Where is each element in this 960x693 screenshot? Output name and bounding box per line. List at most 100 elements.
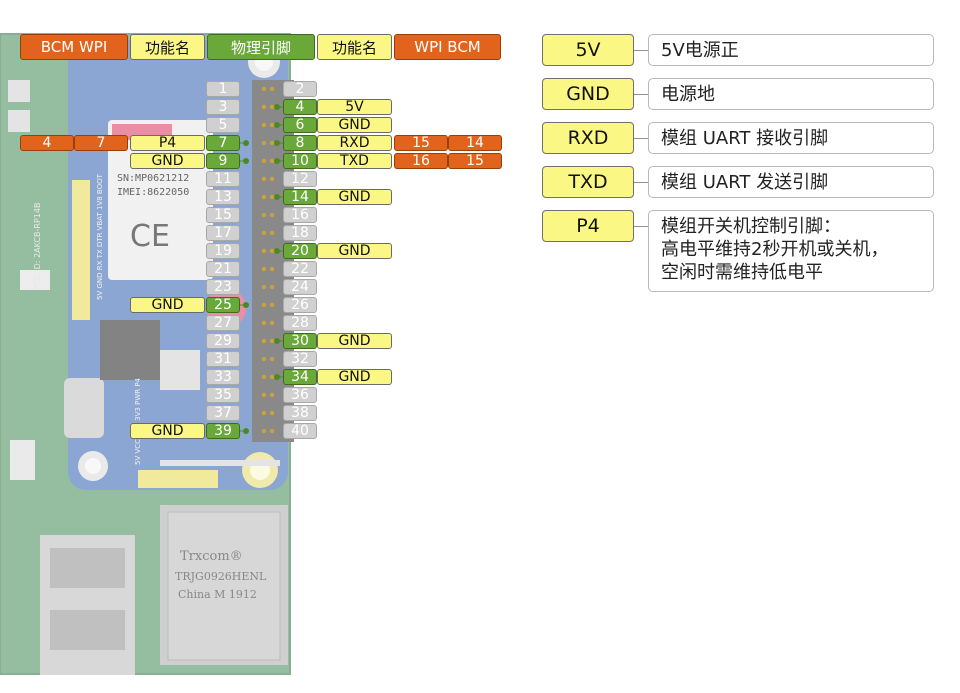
header-pin	[261, 320, 267, 326]
pin-4: 4	[283, 99, 317, 115]
func-pin-30: GND	[317, 333, 392, 349]
header-physical: 物理引脚	[207, 34, 315, 60]
header-pin	[269, 248, 275, 254]
header-right-wpi-bcm: WPI BCM	[394, 34, 501, 60]
header-pin	[269, 410, 275, 416]
func-pin-9: GND	[130, 153, 205, 169]
pin-16: 16	[283, 207, 317, 223]
header-pin	[269, 356, 275, 362]
wpi-pin-8: 15	[394, 135, 448, 151]
header-pin	[261, 374, 267, 380]
header-pin	[261, 194, 267, 200]
header-right-func: 功能名	[317, 34, 392, 60]
jack-model: TRJG0926HENL	[175, 570, 267, 583]
legend-desc-gnd: 电源地	[648, 78, 934, 110]
wpi-pin-7: 7	[74, 135, 128, 151]
fcc-id: FCC ID: 2AKCB-RP14B	[33, 203, 42, 290]
pin-40: 40	[283, 423, 317, 439]
pin-26: 26	[283, 297, 317, 313]
pin-34: 34	[283, 369, 317, 385]
func-pin-20: GND	[317, 243, 392, 259]
func-pin-6: GND	[317, 117, 392, 133]
legend-desc-p4: 模组开关机控制引脚： 高电平维持2秒开机或关机， 空闲时需维持低电平	[648, 210, 934, 292]
header-pin	[261, 410, 267, 416]
pin-28: 28	[283, 315, 317, 331]
pin-15: 15	[206, 207, 240, 223]
header-pin	[261, 158, 267, 164]
header-pin	[261, 86, 267, 92]
header-left-bcm-wpi: BCM WPI	[20, 34, 128, 60]
header-pin	[261, 266, 267, 272]
header-pin	[261, 392, 267, 398]
legend-key-p4: P4	[542, 210, 634, 242]
pin-8: 8	[283, 135, 317, 151]
pin-27: 27	[206, 315, 240, 331]
jack-origin: China M 1912	[178, 588, 257, 601]
pin-3: 3	[206, 99, 240, 115]
header-pin	[269, 338, 275, 344]
header-pin	[261, 212, 267, 218]
header-pin	[261, 140, 267, 146]
header-pin	[261, 230, 267, 236]
pin-39: 39	[206, 423, 240, 439]
pin-25: 25	[206, 297, 240, 313]
pin-35: 35	[206, 387, 240, 403]
header-left-func: 功能名	[130, 34, 205, 60]
legend-desc-5v: 5V电源正	[648, 34, 934, 66]
pin-2: 2	[283, 81, 317, 97]
pin-9: 9	[206, 153, 240, 169]
pin-19: 19	[206, 243, 240, 259]
header-pin	[269, 374, 275, 380]
pin-11: 11	[206, 171, 240, 187]
pin-32: 32	[283, 351, 317, 367]
legend-key-txd: TXD	[542, 166, 634, 198]
pin-18: 18	[283, 225, 317, 241]
legend-key-rxd: RXD	[542, 122, 634, 154]
pin-24: 24	[283, 279, 317, 295]
bcm-pin-7: 4	[20, 135, 74, 151]
pin-38: 38	[283, 405, 317, 421]
pin-33: 33	[206, 369, 240, 385]
legend-desc-rxd: 模组 UART 接收引脚	[648, 122, 934, 154]
pins-silk: 5V GND RX TX DTR VBAT 1V8 BOOT	[96, 173, 104, 300]
pin-36: 36	[283, 387, 317, 403]
ce-mark: CE	[130, 219, 170, 254]
pin-17: 17	[206, 225, 240, 241]
legend-connector	[634, 182, 648, 183]
pin-14: 14	[283, 189, 317, 205]
pin-37: 37	[206, 405, 240, 421]
legend-connector	[634, 94, 648, 95]
func-pin-10: TXD	[317, 153, 392, 169]
legend-connector	[634, 138, 648, 139]
header-pin	[261, 428, 267, 434]
wpi-pin-10: 16	[394, 153, 448, 169]
header-pin	[269, 176, 275, 182]
pin-22: 22	[283, 261, 317, 277]
header-pin	[269, 104, 275, 110]
func-pin-8: RXD	[317, 135, 392, 151]
header-pin	[269, 320, 275, 326]
pin-30: 30	[283, 333, 317, 349]
header-pin	[269, 428, 275, 434]
header-pin	[269, 122, 275, 128]
pin-23: 23	[206, 279, 240, 295]
module-sn: SN:MP0621212	[117, 173, 189, 184]
func-pin-25: GND	[130, 297, 205, 313]
header-pin	[261, 302, 267, 308]
header-pin	[261, 122, 267, 128]
pin-7: 7	[206, 135, 240, 151]
pin-20: 20	[283, 243, 317, 259]
legend-desc-txd: 模组 UART 发送引脚	[648, 166, 934, 198]
func-pin-7: P4	[130, 135, 205, 151]
module-imei: IMEI:8622050	[117, 187, 189, 198]
header-pin	[261, 104, 267, 110]
header-pin	[269, 212, 275, 218]
bottom-silk: 5V VCC 3V3 3V3 PWR P4	[134, 377, 142, 465]
header-pin	[261, 284, 267, 290]
func-pin-4: 5V	[317, 99, 392, 115]
pin-13: 13	[206, 189, 240, 205]
header-pin	[269, 86, 275, 92]
header-pin	[269, 266, 275, 272]
pin-5: 5	[206, 117, 240, 133]
legend-connector	[634, 226, 648, 227]
